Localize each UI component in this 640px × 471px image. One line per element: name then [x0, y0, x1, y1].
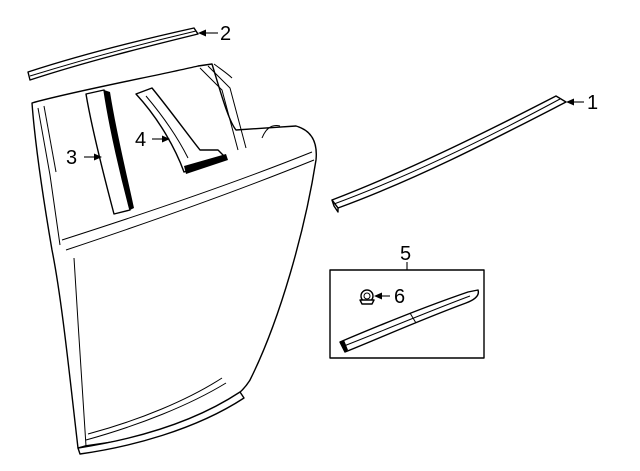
door-belt-line — [61, 151, 313, 241]
part-3-pillar-applique — [85, 89, 134, 215]
callout-2: 2 — [220, 23, 231, 45]
door-lower-sill-2 — [87, 377, 223, 435]
door-front-edge — [73, 257, 87, 447]
part-5-molding-kit-box — [329, 269, 485, 359]
part-2-roof-molding — [27, 27, 199, 81]
door-frame-inner-line-2 — [43, 105, 57, 173]
part-6-clip — [359, 289, 375, 305]
callout-5: 5 — [400, 243, 411, 265]
callout-1: 1 — [587, 92, 598, 114]
part-4-rear-applique — [135, 87, 228, 174]
window-frame-rail — [199, 67, 239, 151]
door-bottom-edge — [77, 391, 245, 455]
door-lower-sill — [85, 382, 227, 441]
callout-4: 4 — [135, 129, 146, 151]
door-belt-line-2 — [65, 159, 315, 251]
rear-glass-run — [261, 125, 281, 139]
window-frame-rail-3 — [213, 63, 233, 79]
leader-lines — [84, 29, 584, 300]
callout-3: 3 — [66, 147, 77, 169]
window-frame-rail-2 — [207, 65, 247, 149]
door-frame-inner-line — [37, 107, 61, 246]
part-1-belt-molding — [331, 95, 567, 213]
callout-6: 6 — [394, 286, 405, 308]
